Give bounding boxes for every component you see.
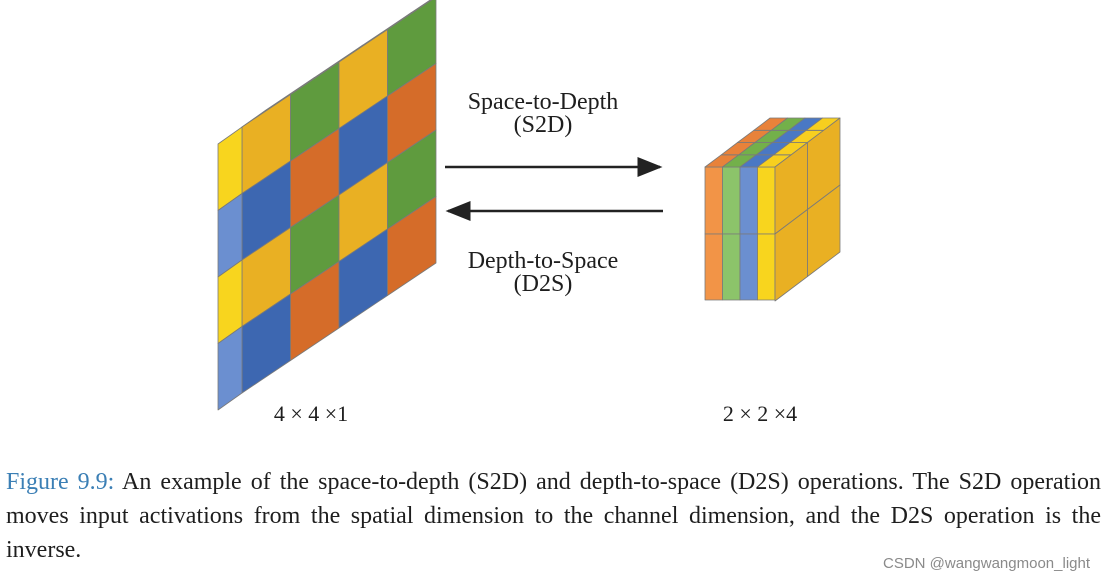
channel-strip — [757, 233, 776, 301]
d2s-abbr: (D2S) — [514, 271, 573, 297]
left-tensor-label: 4 × 4 ×1 — [274, 401, 348, 426]
side-cell — [807, 184, 841, 277]
channel-strip — [722, 166, 741, 235]
s2d-title: Space-to-Depth — [468, 89, 619, 115]
figure-number: Figure 9.9: — [6, 469, 115, 495]
d2s-title: Depth-to-Space — [468, 248, 619, 274]
tensor-2x2x4 — [704, 117, 841, 302]
channel-strip — [739, 166, 758, 235]
channel-strip — [739, 233, 758, 301]
channel-strip — [704, 166, 723, 235]
caption-text: An example of the space-to-depth (S2D) a… — [6, 469, 1102, 563]
figure-caption: Figure 9.9: An example of the space-to-d… — [6, 465, 1101, 567]
s2d-d2s-diagram: Space-to-Depth (S2D) Depth-to-Space (D2S… — [217, 0, 841, 426]
s2d-abbr: (S2D) — [514, 112, 573, 138]
channel-strip — [757, 166, 776, 235]
tensor-cell — [387, 196, 437, 296]
tensor-4x4x1 — [217, 0, 437, 411]
right-tensor-label: 2 × 2 ×4 — [723, 401, 797, 426]
tensor-cell-side — [217, 326, 243, 411]
watermark: CSDN @wangwangmoon_light — [883, 555, 1090, 572]
channel-strip — [722, 233, 741, 301]
channel-strip — [704, 233, 723, 301]
